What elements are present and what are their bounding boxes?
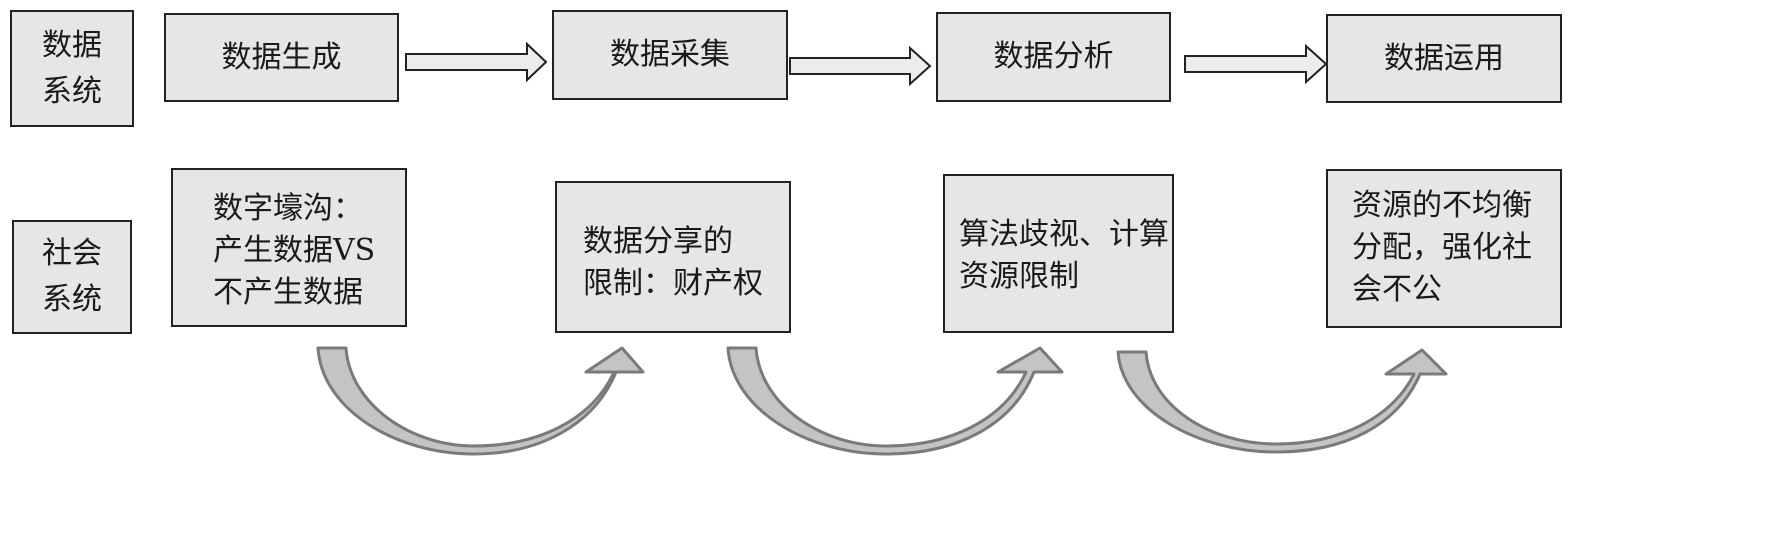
issue-digital-divide-line-3: 不产生数据 — [213, 275, 363, 310]
data-system-label-line-1: 数据 — [42, 27, 102, 63]
stage-data-analysis: 数据分析 — [936, 12, 1171, 102]
social-system-label-line-2: 系统 — [42, 282, 102, 317]
flow-arrow-3 — [1184, 43, 1328, 85]
stage-data-application-label: 数据运用 — [1384, 40, 1504, 76]
curved-arrow-2 — [726, 346, 1064, 456]
flow-arrow-2 — [789, 45, 932, 87]
issue-data-sharing-limits-line-2: 限制：财产权 — [583, 266, 763, 301]
flow-arrow-1 — [405, 41, 548, 83]
stage-data-application: 数据运用 — [1326, 14, 1562, 103]
stage-data-analysis-label: 数据分析 — [993, 39, 1114, 74]
stage-data-generation: 数据生成 — [164, 13, 399, 102]
data-system-label-line-2: 系统 — [42, 73, 102, 109]
issue-digital-divide-line-1: 数字壕沟： — [213, 191, 363, 226]
issue-digital-divide: 数字壕沟： 产生数据VS 不产生数据 — [171, 168, 407, 327]
issue-algorithmic-discrimination: 算法歧视、计算 资源限制 — [943, 174, 1174, 333]
data-system-label: 数据 系统 — [10, 10, 134, 127]
issue-unequal-distribution-line-1: 资源的不均衡 — [1352, 188, 1532, 223]
curved-arrow-3 — [1116, 348, 1448, 454]
stage-data-collection: 数据采集 — [552, 10, 788, 100]
issue-unequal-distribution: 资源的不均衡 分配，强化社 会不公 — [1326, 169, 1562, 328]
issue-digital-divide-line-2: 产生数据VS — [213, 233, 376, 268]
social-system-label-line-1: 社会 — [42, 236, 102, 271]
issue-data-sharing-limits: 数据分享的 限制：财产权 — [555, 181, 791, 333]
issue-algorithmic-discrimination-line-2: 资源限制 — [959, 259, 1079, 294]
issue-algorithmic-discrimination-line-1: 算法歧视、计算 — [959, 217, 1169, 252]
stage-data-collection-label: 数据采集 — [610, 37, 730, 72]
curved-arrow-1 — [316, 346, 645, 456]
social-system-label: 社会 系统 — [12, 220, 132, 334]
stage-data-generation-label: 数据生成 — [221, 39, 342, 75]
issue-unequal-distribution-line-2: 分配，强化社 — [1352, 230, 1532, 265]
issue-data-sharing-limits-line-1: 数据分享的 — [583, 224, 733, 259]
issue-unequal-distribution-line-3: 会不公 — [1352, 272, 1442, 307]
